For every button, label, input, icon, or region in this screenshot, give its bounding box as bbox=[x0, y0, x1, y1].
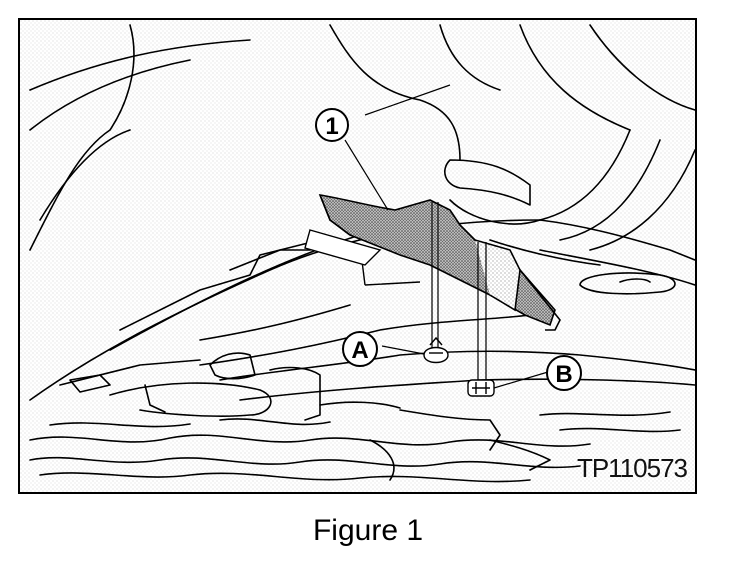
wheel-arch bbox=[519, 24, 631, 131]
bracket-tab bbox=[444, 159, 531, 206]
wheel-arch bbox=[329, 24, 461, 161]
ground-line bbox=[49, 422, 191, 428]
body-panel-line bbox=[589, 149, 695, 251]
bolt-b bbox=[467, 379, 495, 397]
underbody-contour bbox=[489, 239, 601, 266]
deflector-panel-edge bbox=[319, 194, 351, 236]
underbody-contour bbox=[539, 219, 695, 261]
deflector-mount bbox=[304, 229, 382, 266]
callout-b-leader bbox=[493, 371, 549, 389]
suspension-arm bbox=[109, 382, 272, 417]
ground-line bbox=[219, 418, 331, 426]
clip-a bbox=[423, 336, 449, 364]
svg-text:A: A bbox=[351, 337, 368, 364]
suspension-arm bbox=[489, 439, 551, 471]
wheel-arch bbox=[589, 24, 695, 111]
undercarriage-illustration: 1 A B bbox=[20, 20, 695, 492]
callout-1: 1 bbox=[315, 108, 349, 142]
body-panel-line bbox=[39, 129, 131, 221]
body-panel-line bbox=[559, 139, 661, 241]
suspension-arm bbox=[69, 374, 111, 393]
deflector-panel-flange bbox=[519, 269, 561, 331]
wheel-arch bbox=[439, 24, 501, 91]
svg-text:B: B bbox=[555, 361, 572, 388]
oval-hole bbox=[619, 278, 651, 283]
callout-1-leader bbox=[364, 84, 451, 116]
underbody-contour bbox=[229, 249, 311, 271]
suspension-arm bbox=[209, 352, 256, 380]
callout-1-leader bbox=[344, 139, 389, 211]
suspension-arm bbox=[399, 409, 501, 451]
oval-hole bbox=[579, 272, 676, 295]
callout-a-leader bbox=[381, 345, 425, 355]
svg-text:1: 1 bbox=[325, 113, 338, 140]
body-panel-line bbox=[29, 59, 191, 131]
ground-line bbox=[29, 456, 581, 469]
body-panel-line bbox=[29, 39, 251, 91]
underbody-contour bbox=[199, 314, 531, 366]
underbody-contour bbox=[59, 359, 201, 386]
ground-line bbox=[29, 434, 591, 447]
figure-caption: Figure 1 bbox=[312, 514, 424, 547]
ground-line bbox=[39, 472, 531, 483]
underbody-contour bbox=[539, 249, 695, 286]
underbody-contour bbox=[199, 304, 351, 341]
suspension-arm bbox=[319, 401, 401, 409]
figure-frame: 1 A B TP110573 bbox=[18, 18, 697, 494]
callout-a: A bbox=[342, 331, 378, 367]
body-panel-line bbox=[29, 24, 135, 251]
suspension-arm bbox=[144, 384, 166, 413]
callout-b: B bbox=[546, 355, 582, 391]
figure-reference-code: TP110573 bbox=[576, 453, 688, 483]
suspension-arm bbox=[269, 366, 321, 421]
ground-line bbox=[539, 411, 671, 417]
ground-line bbox=[559, 427, 681, 433]
